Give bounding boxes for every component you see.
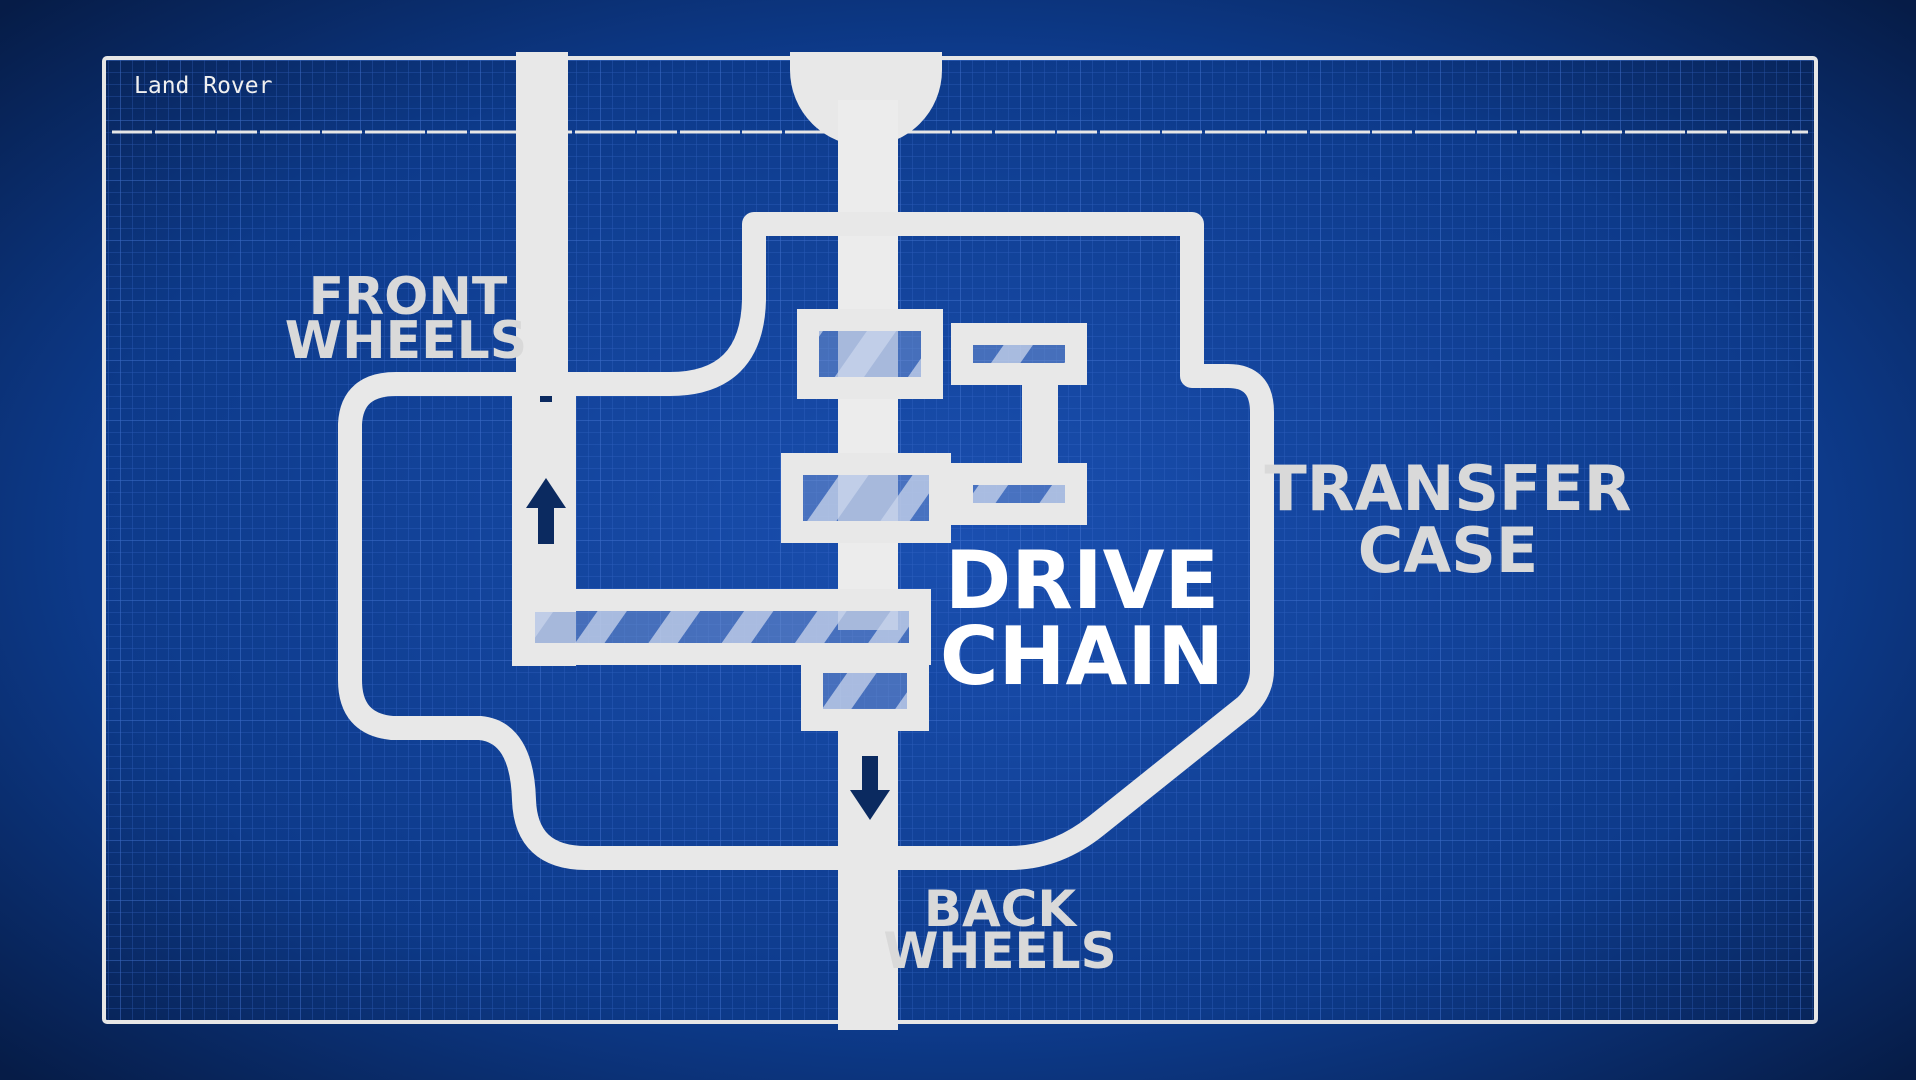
arrow-up-icon [526,478,566,544]
brand-title: Land Rover [134,73,272,99]
front-output-shaft [516,52,568,374]
layshaft [1022,384,1058,476]
upper-gear-right-hatch [973,345,1065,363]
label-back-wheels-line2: WHEELS [883,922,1116,980]
label-transfer-case-line2: CASE [1358,514,1539,587]
label-front-wheels: FRONT WHEELS [285,267,528,371]
drive-chain-band [513,589,931,665]
transfer-case-diagram [338,52,1274,1030]
front-shaft-joint [512,576,576,612]
label-drive-chain-line2: CHAIN [940,610,1224,703]
label-drive-chain-line1: DRIVE [945,534,1219,627]
upper-gear-left-hatch [819,331,921,377]
shaft-marker [540,396,552,402]
rear-output-gear-hatch [823,673,907,709]
lower-gear-left [781,453,951,543]
label-back-wheels-line1: BACK [924,880,1079,938]
label-transfer-case-line1: TRANSFER [1264,452,1631,525]
transfer-case-housing [338,212,1274,870]
label-drive-chain: DRIVE CHAIN [940,534,1224,703]
lower-gear-left-hatch [803,475,929,521]
label-front-wheels-line2: WHEELS [285,311,528,371]
label-back-wheels: BACK WHEELS [883,880,1116,980]
lower-gear-right [951,463,1087,525]
label-front-wheels-line1: FRONT [309,267,508,327]
upper-gear-left [797,309,943,399]
arrow-down-icon [850,756,890,820]
drive-chain-hatch [535,611,909,643]
label-transfer-case: TRANSFER CASE [1264,452,1631,587]
lower-gear-right-hatch [973,485,1065,503]
blueprint-frame [102,56,1818,1024]
input-knob [790,52,942,146]
upper-gear-right [951,323,1087,385]
